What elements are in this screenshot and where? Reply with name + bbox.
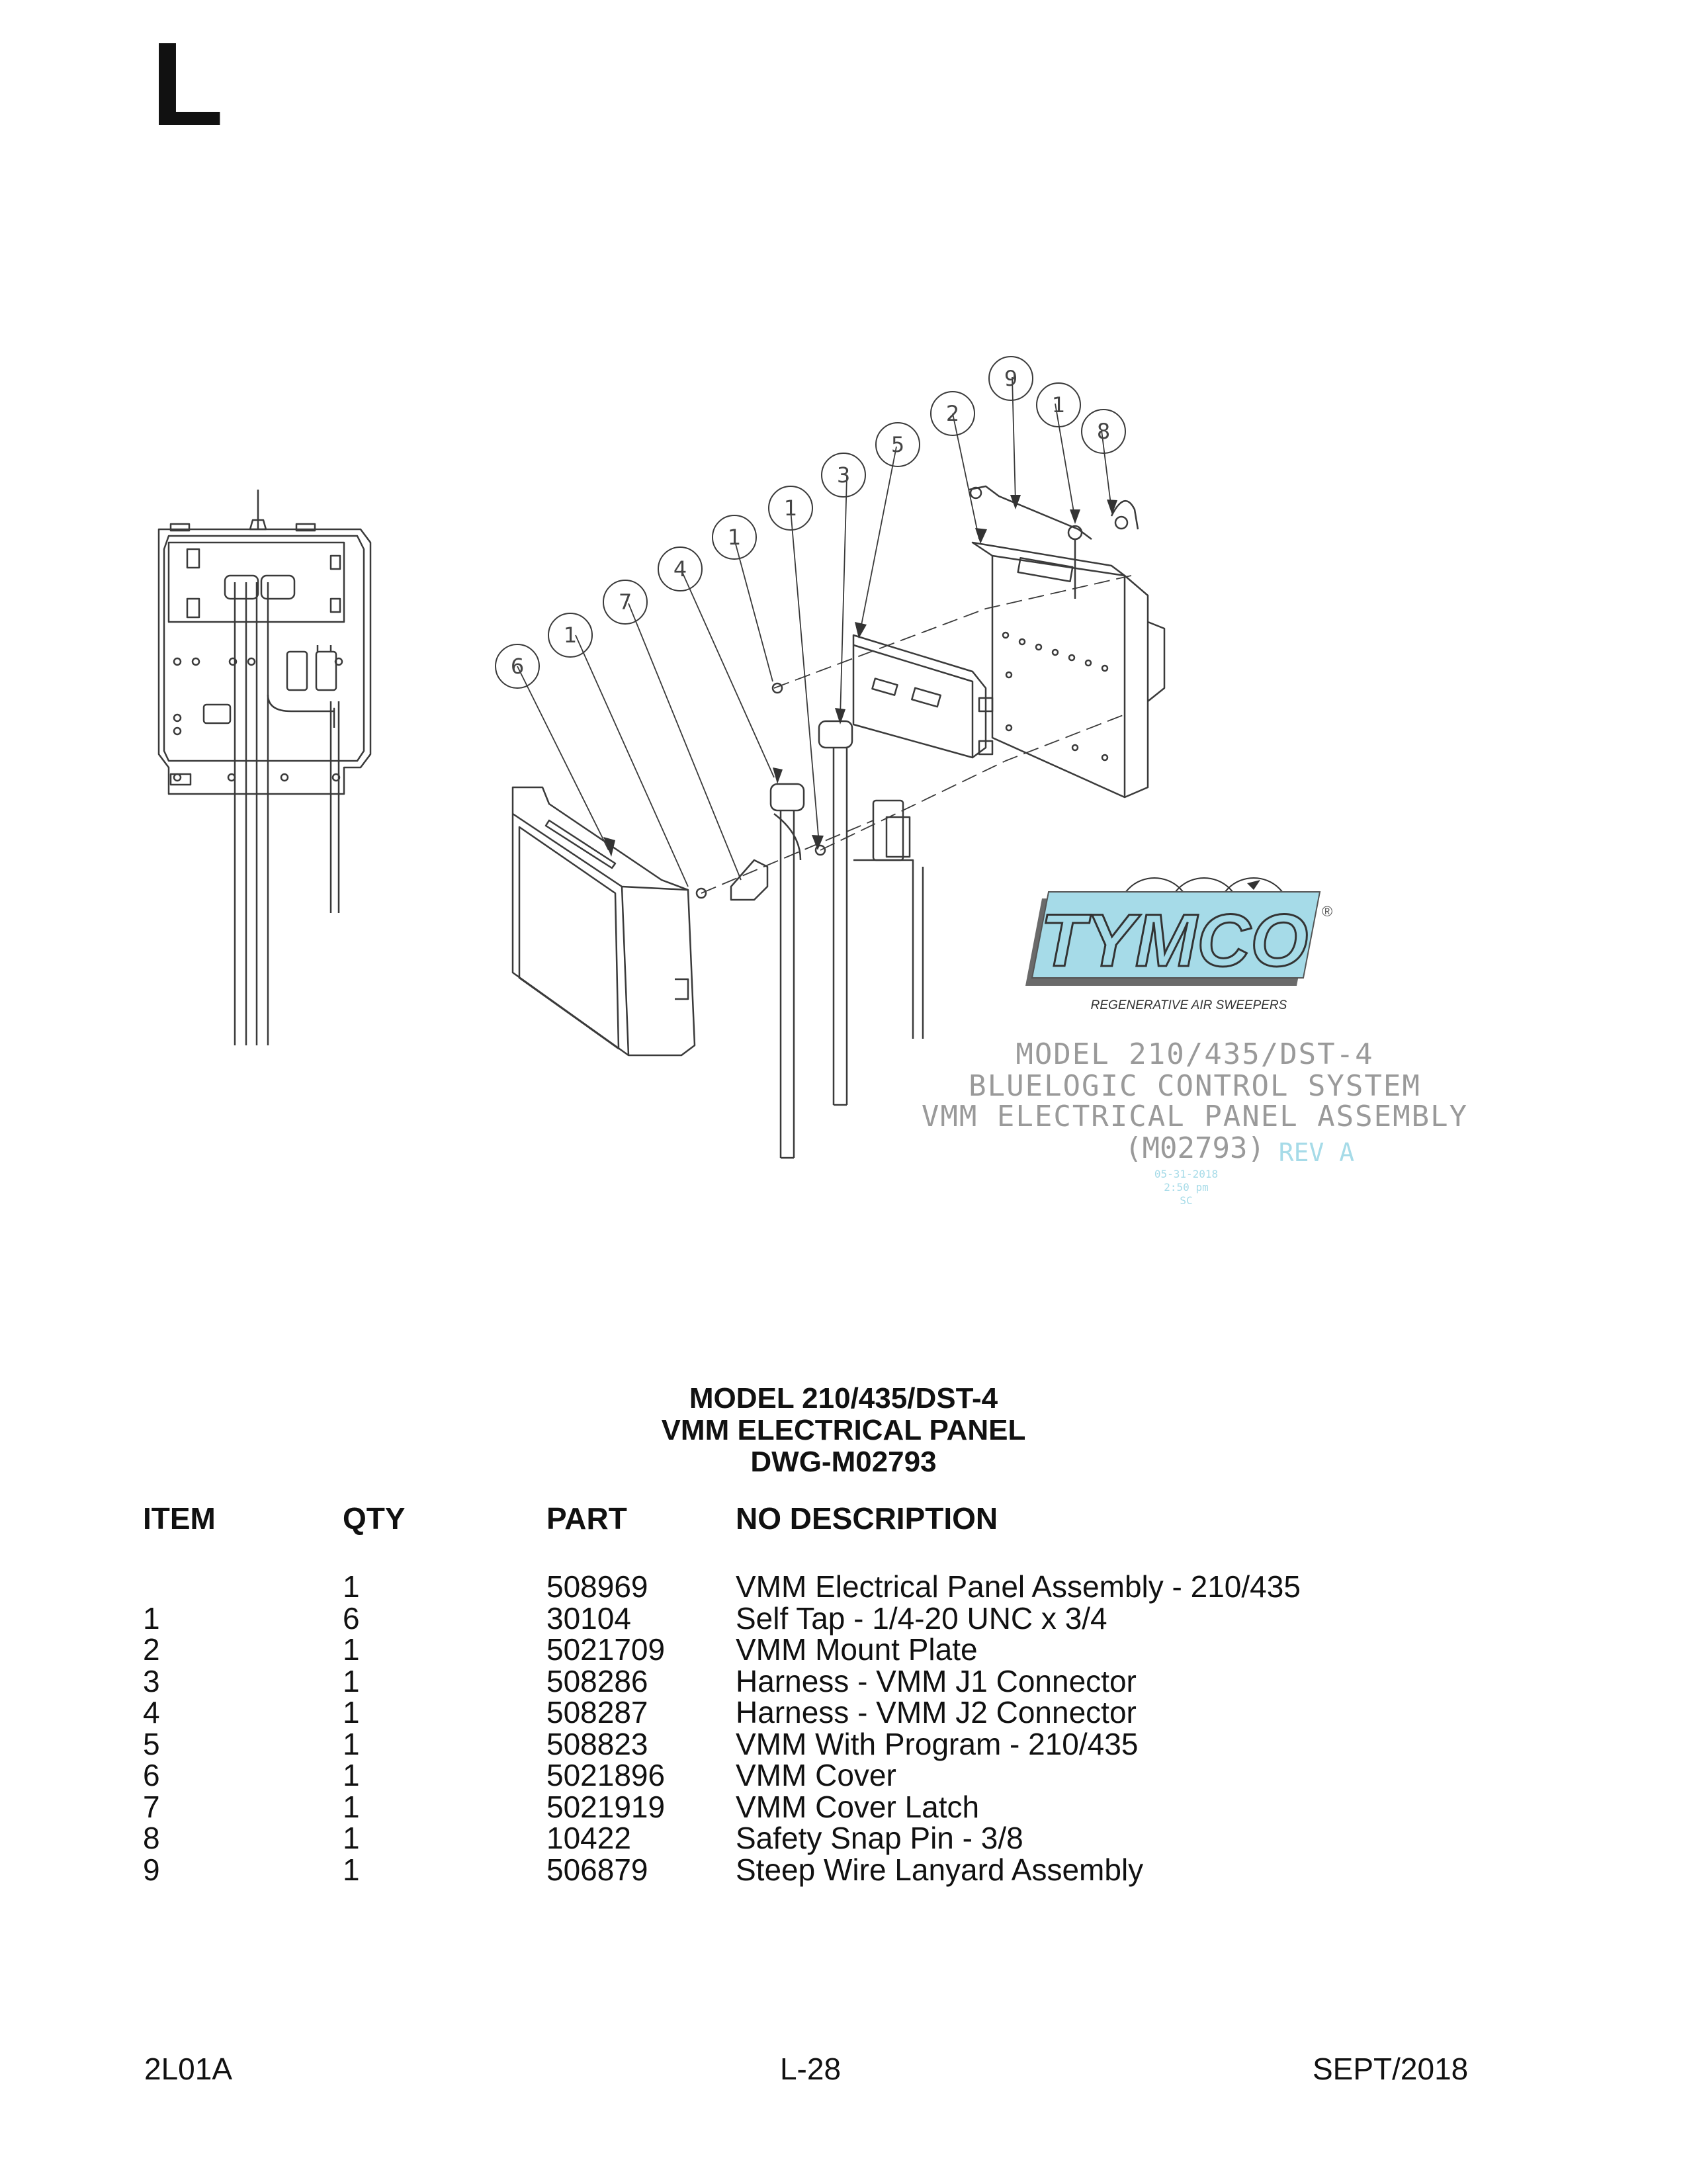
cell-item: 5 <box>143 1726 160 1761</box>
title-line-drawing: DWG-M02793 <box>750 1446 937 1478</box>
title-block-rev: REV A <box>1279 1138 1355 1167</box>
cell-part: 508286 <box>546 1663 648 1698</box>
footer-date: SEPT/2018 <box>1313 2052 1469 2086</box>
title-block-date: 05-31-2018 <box>1154 1168 1218 1180</box>
title-block-time: 2:50 pm <box>1164 1181 1208 1194</box>
drawing-title-block: MODEL 210/435/DST-4 BLUELOGIC CONTROL SY… <box>922 1037 1468 1207</box>
cell-description: Harness - VMM J1 Connector <box>736 1663 1137 1698</box>
cell-qty: 1 <box>343 1852 360 1887</box>
front-view-panel <box>157 490 372 1045</box>
cell-item: 7 <box>143 1789 160 1824</box>
callout-label: 7 <box>619 590 632 615</box>
callout-label: 6 <box>511 654 524 679</box>
cell-description: Safety Snap Pin - 3/8 <box>736 1821 1023 1855</box>
table-row: 4 1 508287 Harness - VMM J2 Connector <box>0 1697 1687 1729</box>
vmm-module <box>852 634 994 759</box>
callout-bubbles <box>495 356 1126 689</box>
table-row: 5 1 508823 VMM With Program - 210/435 <box>0 1726 1687 1761</box>
cell-item: 8 <box>143 1821 160 1855</box>
logo-brand: TYMCO <box>1041 899 1308 982</box>
title-line-model: MODEL 210/435/DST-4 <box>689 1382 998 1415</box>
cell-item: 9 <box>143 1852 160 1887</box>
callout-label: 8 <box>1097 419 1110 444</box>
section-letter: L <box>151 18 224 151</box>
vmm-cover <box>511 786 696 1057</box>
harness-j1 <box>818 720 924 1106</box>
footer-doc-code: 2L01A <box>144 2052 233 2086</box>
cell-part: 5021919 <box>546 1789 666 1824</box>
cell-qty: 1 <box>343 1789 360 1824</box>
cell-description: VMM Electrical Panel Assembly - 210/435 <box>736 1569 1301 1604</box>
callout-label: 4 <box>673 556 687 582</box>
cell-qty: 1 <box>343 1632 360 1667</box>
cell-part: 508823 <box>546 1726 648 1761</box>
table-row: 8 1 10422 Safety Snap Pin - 3/8 <box>0 1823 1687 1855</box>
cell-description: Steep Wire Lanyard Assembly <box>736 1852 1144 1887</box>
table-row: 9 1 506879 Steep Wire Lanyard Assembly <box>0 1852 1687 1887</box>
cell-part: 508969 <box>546 1569 648 1604</box>
callout-labels: 6 1 7 4 1 1 3 5 2 9 1 8 <box>511 366 1110 679</box>
cell-qty: 1 <box>343 1695 360 1729</box>
cell-qty: 1 <box>343 1821 360 1855</box>
cell-item: 4 <box>143 1695 160 1729</box>
table-row: 3 1 508286 Harness - VMM J1 Connector <box>0 1663 1687 1698</box>
cell-item: 1 <box>143 1600 160 1636</box>
cell-item: 6 <box>143 1758 160 1792</box>
callout-label: 9 <box>1004 366 1017 391</box>
page-footer: 2L01A L-28 SEPT/2018 <box>0 2051 1687 2091</box>
cell-description: VMM Cover <box>736 1758 896 1792</box>
cell-description: VMM Mount Plate <box>736 1632 978 1667</box>
cell-description: VMM With Program - 210/435 <box>736 1726 1139 1761</box>
table-row: 6 1 5021896 VMM Cover <box>0 1760 1687 1792</box>
title-block-initials: SC <box>1180 1194 1192 1207</box>
callout-label: 1 <box>564 623 577 648</box>
exploded-assembly-drawing: 6 1 7 4 1 1 3 5 2 9 1 8 TYMCO ® REGENERA… <box>157 356 1468 1207</box>
page-title: MODEL 210/435/DST-4 VMM ELECTRICAL PANEL… <box>0 1383 1687 1478</box>
title-block-dwg: (M02793) <box>1125 1131 1265 1165</box>
footer-page-number: L-28 <box>779 2052 842 2086</box>
cell-qty: 1 <box>343 1663 360 1698</box>
logo-tagline: REGENERATIVE AIR SWEEPERS <box>1091 998 1287 1012</box>
callout-label: 2 <box>946 401 959 426</box>
title-line-panel: VMM ELECTRICAL PANEL <box>661 1414 1026 1446</box>
cell-item: 2 <box>143 1632 160 1667</box>
vmm-mount-plate <box>971 541 1166 799</box>
table-row: 2 1 5021709 VMM Mount Plate <box>0 1634 1687 1666</box>
cell-description: VMM Cover Latch <box>736 1789 980 1824</box>
logo-registered: ® <box>1322 903 1332 920</box>
title-block-line1: MODEL 210/435/DST-4 <box>1016 1037 1373 1071</box>
cell-part: 10422 <box>546 1821 631 1855</box>
cell-qty: 1 <box>343 1758 360 1792</box>
parts-list-header: ITEM QTY PART NO DESCRIPTION <box>0 1501 1687 1540</box>
callout-label: 3 <box>837 462 850 488</box>
callout-label: 1 <box>1052 392 1065 417</box>
tymco-logo: TYMCO ® REGENERATIVE AIR SWEEPERS <box>1025 877 1332 1012</box>
cell-qty: 1 <box>343 1726 360 1761</box>
header-item: ITEM <box>143 1501 216 1536</box>
cell-part: 5021709 <box>546 1632 666 1667</box>
cell-part: 506879 <box>546 1852 648 1887</box>
header-part: PART <box>546 1501 627 1536</box>
cell-part: 508287 <box>546 1695 648 1729</box>
cell-part: 30104 <box>546 1600 631 1636</box>
callout-label: 1 <box>728 525 741 550</box>
harness-j2 <box>769 783 805 1159</box>
header-description: NO DESCRIPTION <box>736 1501 998 1536</box>
parts-list: 1 508969 VMM Electrical Panel Assembly -… <box>0 1571 1687 1886</box>
title-block-line3: VMM ELECTRICAL PANEL ASSEMBLY <box>922 1100 1468 1133</box>
header-qty: QTY <box>343 1501 406 1536</box>
cell-description: Self Tap - 1/4-20 UNC x 3/4 <box>736 1600 1107 1636</box>
vmm-cover-latch <box>695 682 826 901</box>
cell-part: 5021896 <box>546 1758 666 1792</box>
cell-description: Harness - VMM J2 Connector <box>736 1695 1137 1729</box>
table-row: 1 508969 VMM Electrical Panel Assembly -… <box>0 1571 1687 1603</box>
cell-item: 3 <box>143 1663 160 1698</box>
table-row: 7 1 5021919 VMM Cover Latch <box>0 1789 1687 1824</box>
table-row: 1 6 30104 Self Tap - 1/4-20 UNC x 3/4 <box>0 1600 1687 1636</box>
cell-qty: 6 <box>343 1600 360 1636</box>
title-block-line2: BLUELOGIC CONTROL SYSTEM <box>969 1069 1421 1103</box>
callout-label: 5 <box>891 432 904 457</box>
callout-label: 1 <box>784 496 797 521</box>
cell-qty: 1 <box>343 1569 360 1604</box>
